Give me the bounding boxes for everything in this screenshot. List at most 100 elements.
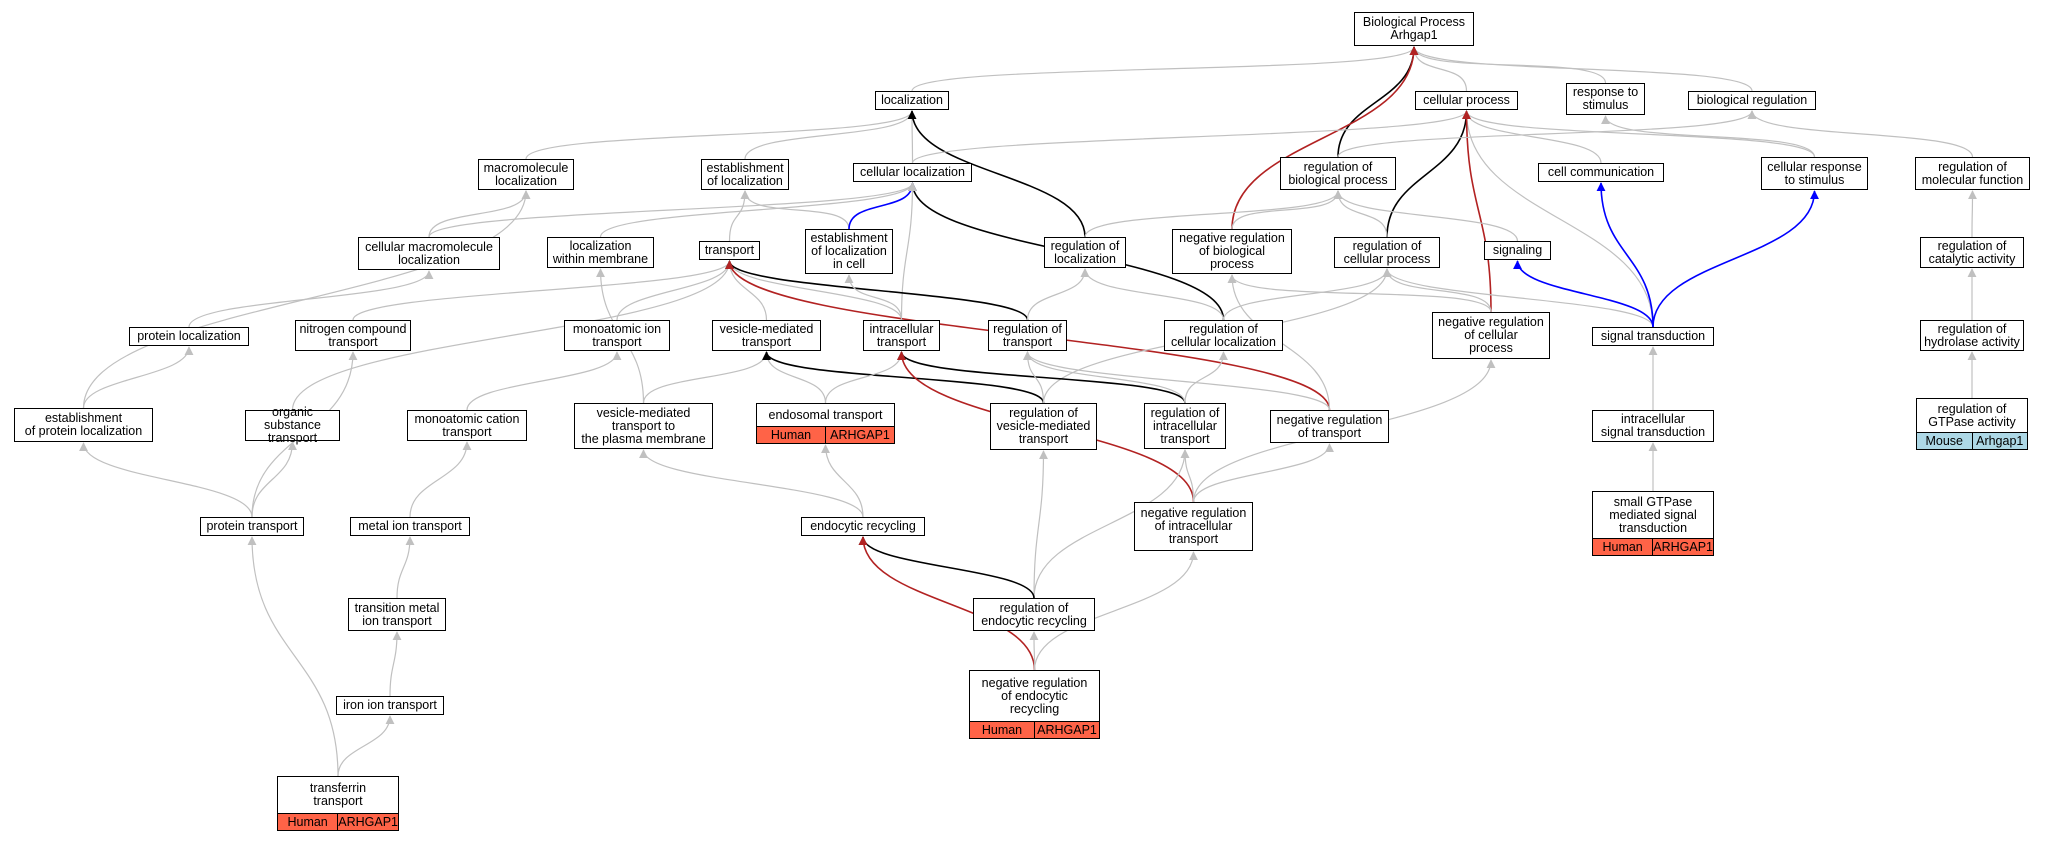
go-term-regulation-of-molecular-function: regulation of molecular function [1915, 157, 2030, 190]
edge-nrbp-to-rbp [1231, 190, 1343, 230]
edge-nrer-to-nrit [1033, 551, 1198, 671]
edge-rloc-to-rbp [1084, 190, 1343, 238]
edge-rca-to-rmf [1967, 190, 1977, 238]
edge-estprot-to-protloc [82, 346, 194, 409]
edge-estcell-to-estloc [740, 190, 850, 230]
go-term-monoatomic-cation-transport: monoatomic cation transport [407, 410, 527, 441]
edge-mit-to-transport [616, 260, 734, 321]
gene-tag: ARHGAP1 [1034, 722, 1099, 738]
edge-crs-to-rts [1601, 115, 1816, 158]
edge-locmem-to-cellloc [599, 182, 917, 238]
edge-nrit-to-nrt [1192, 443, 1334, 503]
go-term-cellular-response-to-stimulus: cellular response to stimulus [1761, 157, 1868, 190]
go-term-transferrin-transport: transferrin transport [277, 776, 399, 813]
go-term-iron-ion-transport: iron ion transport [336, 696, 444, 715]
go-term-vesicle-mediated-transport: vesicle-mediated transport [712, 320, 821, 351]
edge-signaling-to-rbp [1333, 190, 1519, 242]
edge-vmtpm-to-vmt [642, 351, 771, 404]
go-term-cell-communication: cell communication [1538, 163, 1664, 182]
go-term-regulation-of-transport: regulation of transport [988, 320, 1067, 351]
go-term-negative-regulation-of-intracellular-transport: negative regulation of intracellular tra… [1134, 502, 1253, 551]
edge-rcp-to-cp [1386, 110, 1471, 238]
edge-nrer-to-er [858, 536, 1036, 671]
edge-rtrans-to-transport [725, 260, 1029, 321]
edge-pt-to-ost [251, 441, 297, 518]
edge-crs-to-cp [1462, 110, 1816, 158]
edge-sigtrans-to-rcp [1382, 268, 1654, 328]
edge-breg-to-bp [1409, 46, 1753, 92]
edge-protloc-to-cmacloc [188, 270, 434, 328]
go-term-regulation-of-cellular-process: regulation of cellular process [1334, 237, 1440, 268]
edge-rtrans-to-rloc [1026, 268, 1090, 321]
edge-nrcp-to-nrbp [1227, 274, 1492, 313]
edge-intra-to-transport [725, 260, 903, 321]
edge-mct-to-mit [466, 351, 622, 411]
go-term-establishment-of-localization-in-cell: establishment of localization in cell [805, 229, 893, 274]
go-term-metal-ion-transport: metal ion transport [350, 517, 470, 536]
go-term-protein-localization: protein localization [129, 327, 249, 346]
go-term-vesicle-mediated-transport-to-the-plasma-membrane: vesicle-mediated transport to the plasma… [574, 403, 713, 449]
edge-tmit-to-mit2 [396, 536, 415, 599]
species-tag: Human [970, 722, 1034, 738]
go-term-regulation-of-vesicle-mediated-transport: regulation of vesicle-mediated transport [990, 403, 1097, 450]
go-term-regulation-of-gtpase-activity: regulation of GTPase activity [1916, 398, 2028, 432]
go-term-endosomal-transport: endosomal transport [756, 403, 895, 426]
edge-intra-to-estcell [844, 274, 903, 321]
edge-rit-to-rcl [1184, 351, 1228, 404]
edge-er-to-vmtpm [639, 449, 864, 518]
go-term-regulation-of-cellular-localization: regulation of cellular localization [1164, 320, 1283, 351]
go-term-regulation-of-catalytic-activity: regulation of catalytic activity [1920, 237, 2024, 268]
edge-tf-to-iit [337, 715, 395, 777]
go-term-response-to-stimulus: response to stimulus [1566, 83, 1645, 115]
go-term-regulation-of-biological-process: regulation of biological process [1280, 157, 1396, 190]
edge-ost-to-transport [291, 260, 734, 411]
edge-pt-to-estprot [79, 442, 253, 518]
go-term-nitrogen-compound-transport: nitrogen compound transport [295, 320, 411, 351]
gene-tag: Arhgap1 [1971, 433, 2027, 449]
edge-intra-to-cellloc [900, 182, 917, 321]
edge-nrt-to-rtrans [1023, 351, 1331, 411]
go-term-establishment-of-protein-localization: establishment of protein localization [14, 408, 153, 442]
edge-iit-to-tmit [389, 631, 402, 697]
go-term-intracellular-transport: intracellular transport [863, 320, 940, 351]
edge-nct-to-transport [352, 260, 734, 321]
edge-tf-to-pt [247, 536, 339, 777]
go-term-intracellular-signal-transduction: intracellular signal transduction [1592, 410, 1714, 442]
go-term-cellular-localization: cellular localization [853, 163, 972, 182]
edge-endo-to-intra [824, 351, 906, 404]
edge-cmacloc-to-cellloc [428, 182, 917, 238]
edge-rer-to-er [858, 536, 1035, 599]
species-tag: Human [757, 427, 825, 443]
edge-estcell-to-cellloc [848, 182, 917, 230]
edge-rmf-to-breg [1747, 110, 1974, 158]
go-term-regulation-of-localization: regulation of localization [1044, 237, 1126, 268]
go-term-localization-within-membrane: localization within membrane [547, 237, 654, 268]
edge-rcl-to-rloc [1080, 268, 1225, 321]
go-term-negative-regulation-of-cellular-process: negative regulation of cellular process [1432, 312, 1550, 359]
go-term-endocytic-recycling: endocytic recycling [801, 517, 925, 536]
edge-nrer-to-rer [1029, 631, 1039, 671]
gene-tag: ARHGAP1 [1652, 539, 1713, 555]
edge-macloc-to-loc [525, 110, 917, 160]
edge-rbp-to-breg [1337, 110, 1757, 158]
species-tag: Human [1593, 539, 1653, 555]
go-term-biological-process-arhgap1: Biological Process Arhgap1 [1354, 12, 1474, 46]
go-term-cellular-process: cellular process [1415, 91, 1518, 110]
edge-rvmt-to-vmt [762, 351, 1045, 404]
go-term-monoatomic-ion-transport: monoatomic ion transport [564, 320, 670, 351]
edge-sigtrans-to-crs [1652, 190, 1819, 328]
go-term-cellular-macromolecule-localization: cellular macromolecule localization [358, 237, 500, 270]
edge-sigtrans-to-signaling [1513, 260, 1654, 328]
edge-cmacloc-to-macloc [428, 190, 531, 238]
go-term-transport: transport [699, 241, 760, 260]
go-term-small-gtpase-mediated-signal-transduction: small GTPase mediated signal transductio… [1592, 491, 1714, 538]
edge-nrit-to-rit [1180, 449, 1195, 503]
go-term-negative-regulation-of-biological-process: negative regulation of biological proces… [1172, 229, 1292, 274]
go-term-localization: localization [875, 91, 949, 110]
edge-rer-to-rvmt [1033, 450, 1048, 599]
